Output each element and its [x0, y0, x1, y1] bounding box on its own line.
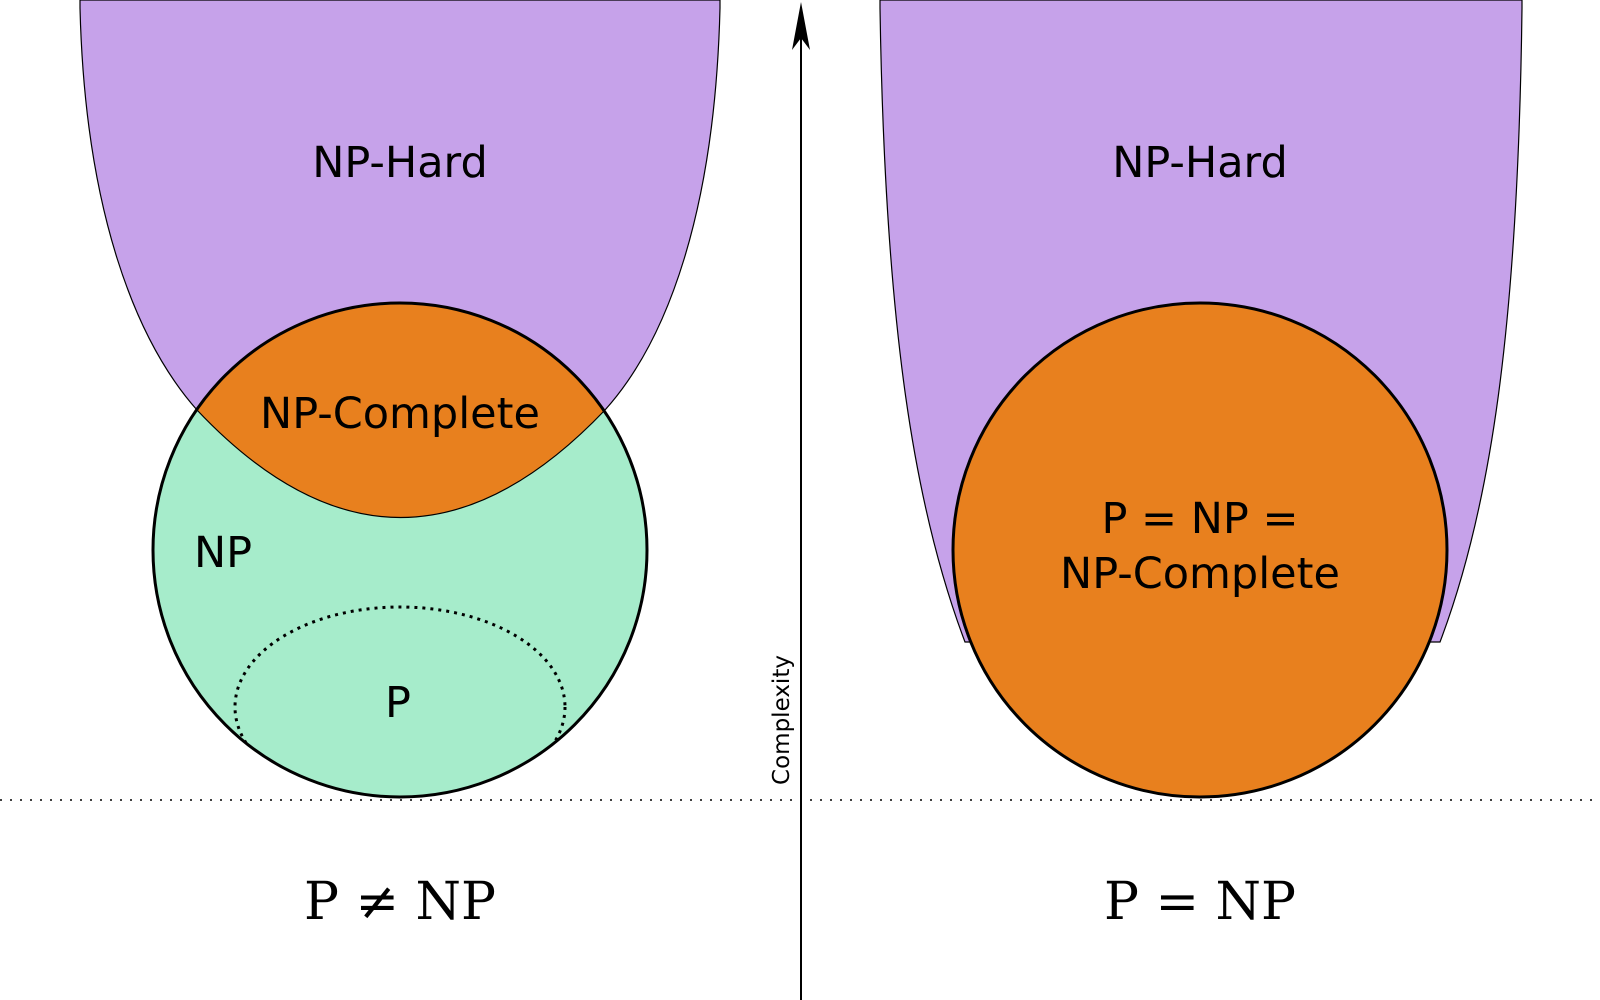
p-region: [233, 605, 567, 797]
np-label: NP: [194, 528, 252, 578]
caption-p-equal-np: P = NP: [1104, 872, 1296, 932]
merged-class-circle: [951, 301, 1449, 799]
np-circle-outline: [151, 301, 649, 799]
axis-arrow-icon: [792, 2, 810, 50]
left-panel: NP-Hard NP-Complete NP P P ≠ NP: [79, 0, 721, 932]
caption-p-not-equal-np: P ≠ NP: [304, 872, 496, 932]
np-hard-label-right: NP-Hard: [1112, 138, 1288, 188]
np-hard-label-left: NP-Hard: [312, 138, 488, 188]
merged-label-line1: P = NP =: [1101, 494, 1298, 544]
np-complete-label: NP-Complete: [260, 389, 540, 439]
right-panel: NP-Hard P = NP = NP-Complete P = NP: [879, 0, 1523, 932]
p-label: P: [385, 678, 411, 728]
merged-label-line2: NP-Complete: [1060, 549, 1340, 599]
np-complete-boundary: [196, 409, 606, 519]
np-complete-region: [197, 302, 605, 518]
axis-label: Complexity: [769, 655, 795, 785]
